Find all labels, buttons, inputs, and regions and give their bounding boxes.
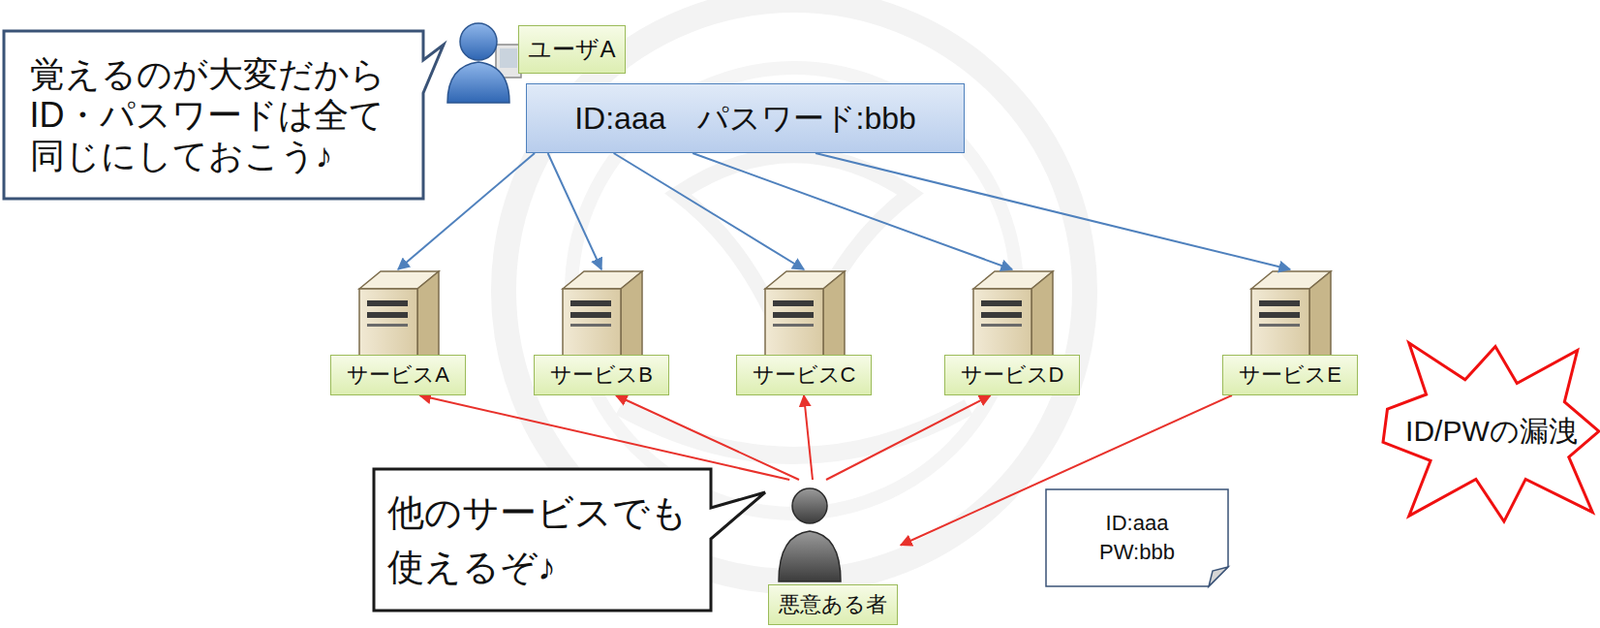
user-icon [447, 23, 522, 103]
use-arrow [815, 153, 1291, 270]
service-node: サービスE [1217, 269, 1363, 396]
leaked-note: ID:aaa PW:bbb [1046, 489, 1229, 586]
service-node: サービスA [325, 269, 471, 396]
name-label: サービスC [736, 354, 872, 396]
use-arrow [692, 153, 1013, 270]
name-label: サービスE [1222, 354, 1358, 396]
box-text: ユーザA [527, 35, 616, 64]
use-arrow [548, 153, 602, 270]
speech-text: 他のサービスでも 使えるぞ♪ [387, 485, 698, 594]
attack-arrow [420, 395, 791, 480]
service-node: サービスC [731, 269, 877, 396]
credential-box: ID:aaa パスワード:bbb [525, 83, 965, 154]
box-text: ID/PWの漏洩 [1405, 413, 1578, 449]
leak-burst: ID/PWの漏洩 [1383, 338, 1600, 524]
service-node: サービスD [939, 269, 1085, 396]
attack-arrow [803, 395, 813, 480]
speech-text: 覚えるのが大変だから ID・パスワードは全て 同じにしておこう♪ [30, 54, 399, 177]
box-text: ID:aaa PW:bbb [1088, 508, 1186, 567]
service-node: サービスB [528, 269, 675, 396]
bubble-path [3, 30, 444, 199]
note-path [1046, 489, 1229, 586]
name-label: サービスB [533, 354, 670, 396]
attacker-node: 悪意ある者 [765, 479, 901, 625]
name-label: サービスA [330, 354, 466, 396]
attack-arrow [615, 395, 800, 480]
box-text: ID:aaa パスワード:bbb [574, 99, 917, 137]
attacker-icon [778, 488, 841, 582]
bubble-path [373, 468, 766, 611]
note-fold [1208, 566, 1229, 586]
name-label: サービスD [944, 354, 1080, 396]
speech-bubble: 他のサービスでも 使えるぞ♪ [373, 468, 711, 611]
note-outline [1046, 489, 1229, 586]
bubble-outline [373, 468, 711, 611]
use-arrow [614, 153, 804, 270]
attack-arrow [826, 395, 991, 480]
burst-path [1383, 342, 1600, 522]
name-tag: ユーザA [518, 25, 626, 74]
speech-bubble: 覚えるのが大変だから ID・パスワードは全て 同じにしておこう♪ [3, 30, 424, 199]
name-label: 悪意ある者 [768, 584, 898, 625]
